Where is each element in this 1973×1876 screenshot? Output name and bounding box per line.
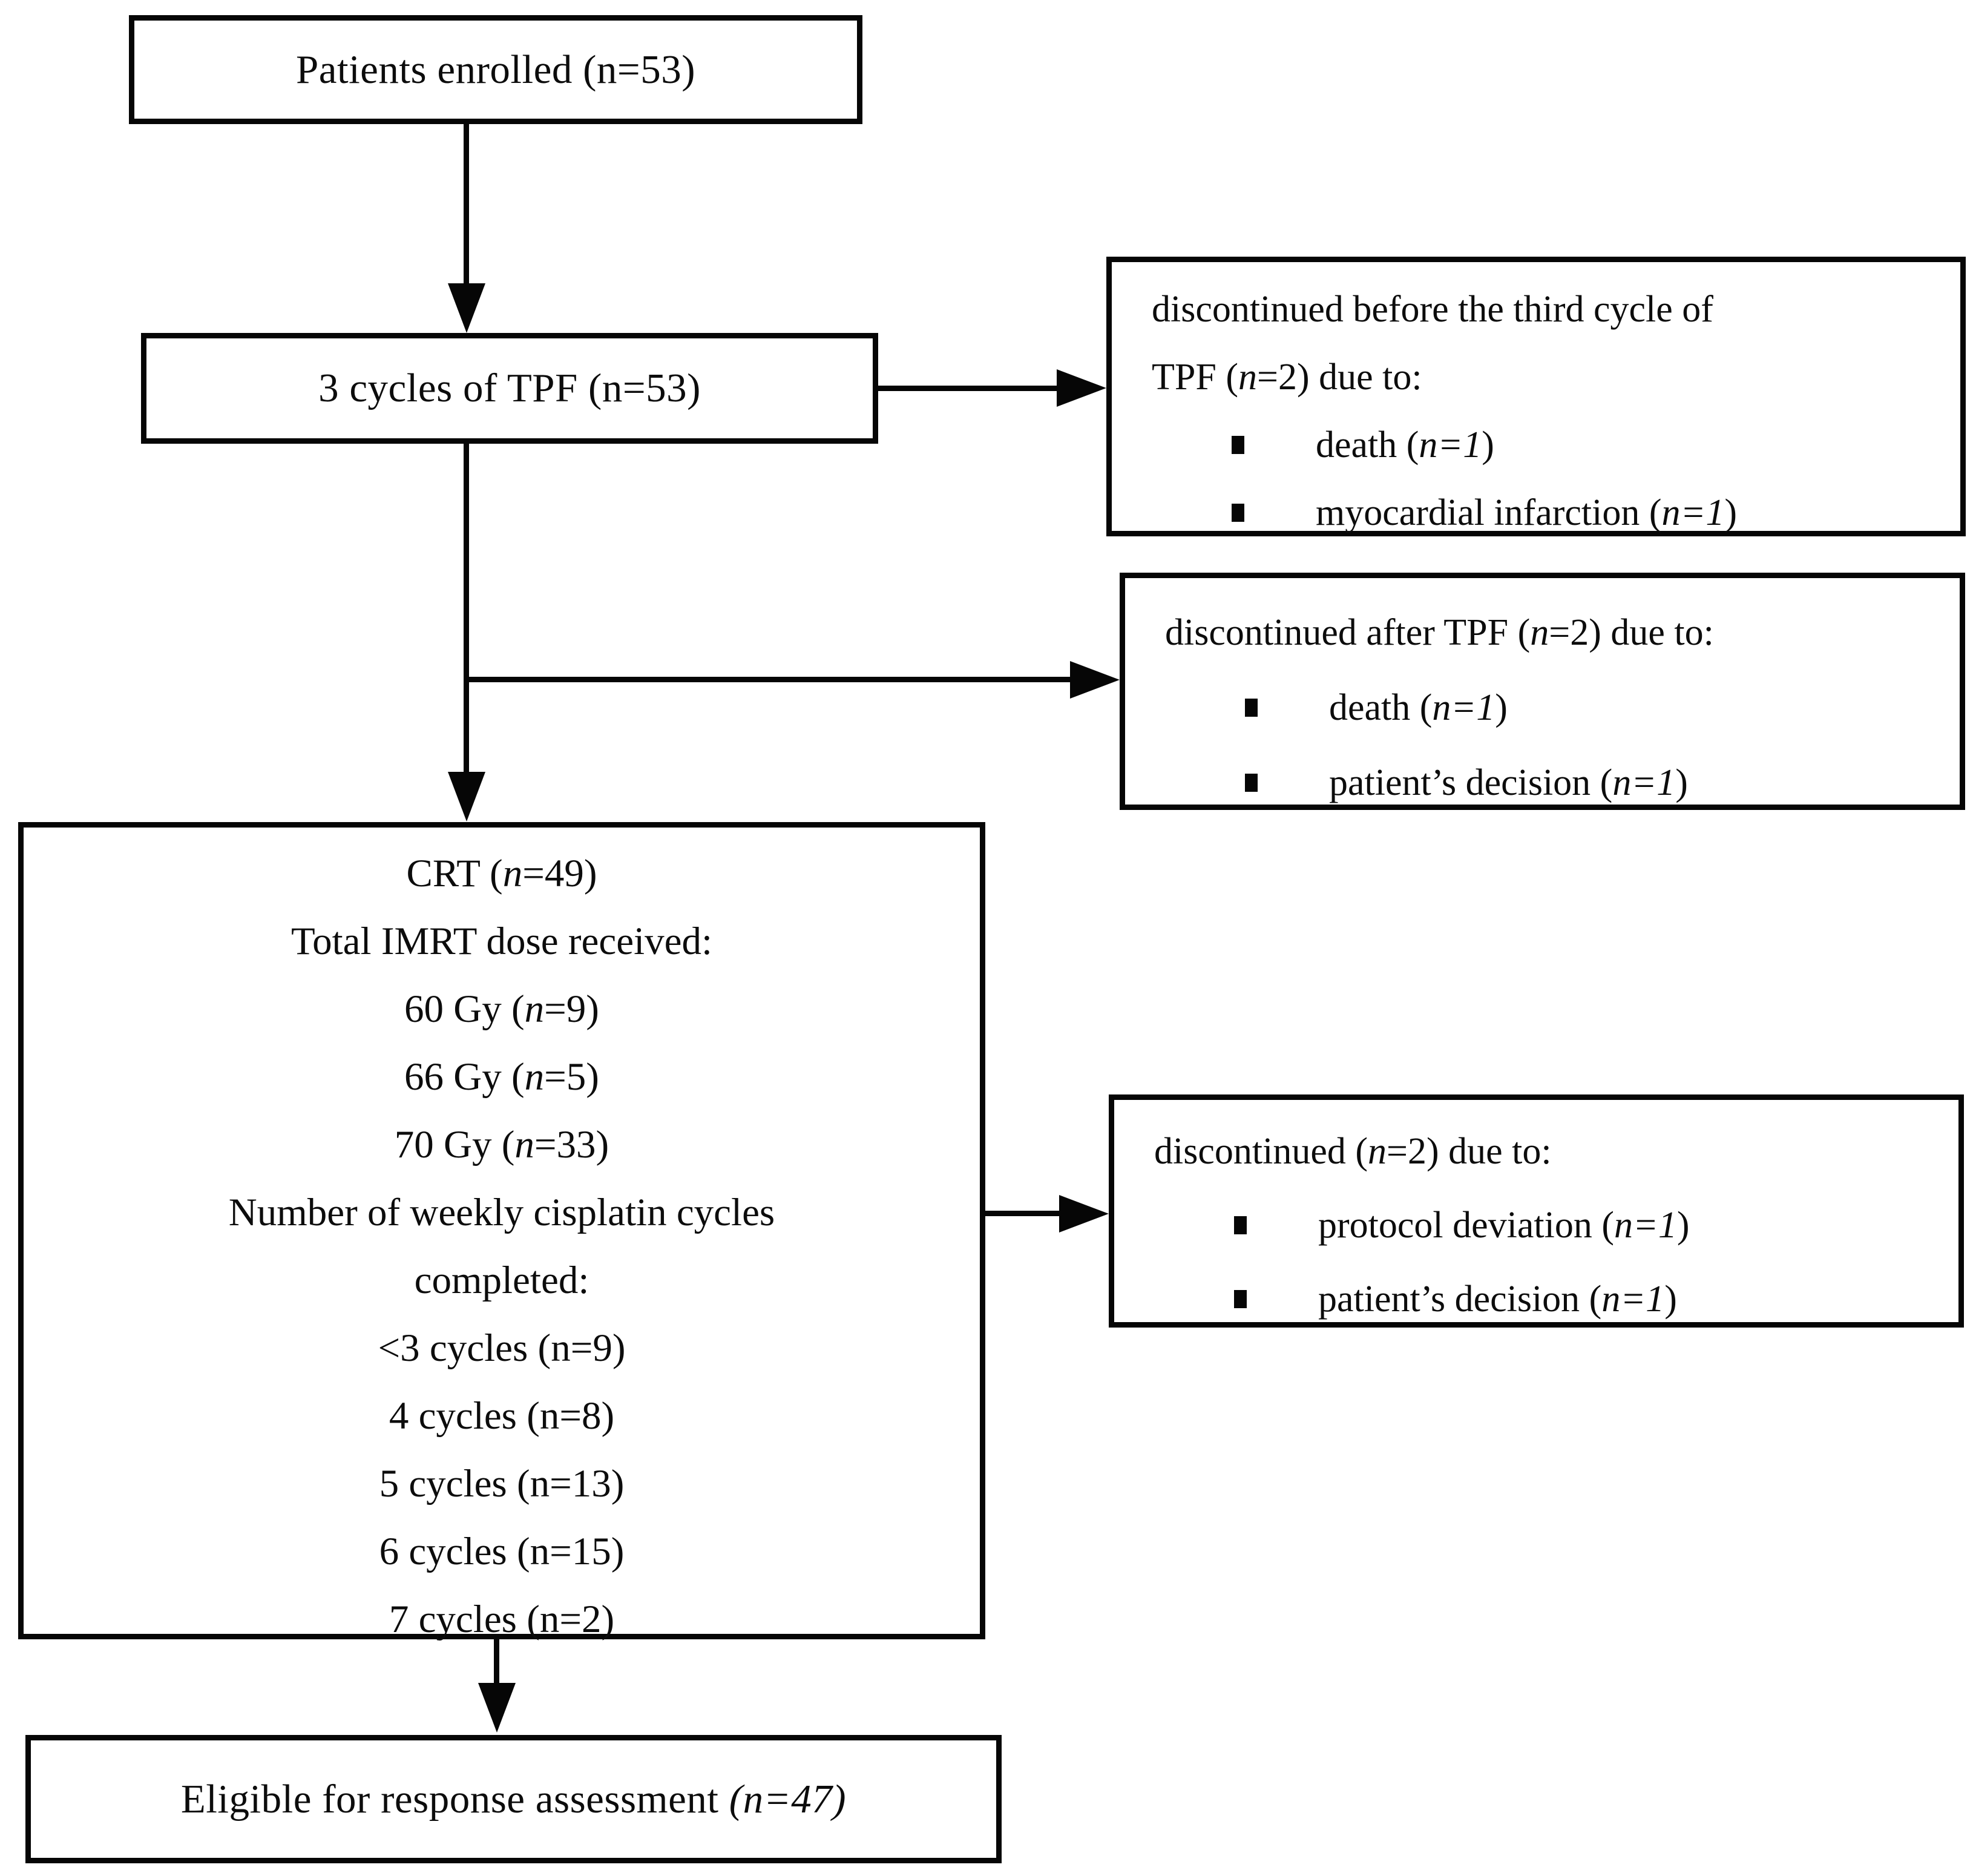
disc-crt-bullet-decision: patient’s decision (n=1)	[1154, 1262, 1940, 1336]
bullet-text: death (n=1)	[1316, 424, 1494, 466]
connector-crt-to-disc	[985, 1211, 1062, 1216]
connector-branch-to-disc-after	[464, 677, 1073, 682]
crt-line: completed:	[414, 1259, 589, 1302]
disc-crt-title: discontinued (n=2) due to:	[1154, 1131, 1552, 1172]
connector-crt-to-eligible	[494, 1639, 499, 1686]
arrowhead-right-icon	[1059, 1195, 1109, 1233]
disc-before-title-line1: discontinued before the third cycle of	[1152, 289, 1713, 330]
arrowhead-right-icon	[1057, 369, 1106, 407]
disc-after-bullet-decision: patient’s decision (n=1)	[1165, 745, 1942, 820]
box-eligible-response: Eligible for response assessment (n=47)	[25, 1735, 1002, 1863]
square-bullet-icon	[1232, 504, 1244, 522]
crt-line: 5 cycles (n=13)	[379, 1462, 625, 1506]
patients-enrolled-label: Patients enrolled (n=53)	[295, 47, 696, 92]
tpf-cycles-label: 3 cycles of TPF (n=53)	[318, 366, 701, 410]
arrowhead-down-icon	[448, 283, 485, 333]
crt-line: 70 Gy (n=33)	[394, 1123, 609, 1167]
disc-before-title-line2: TPF (n=2) due to:	[1152, 357, 1422, 398]
box-discontinued-crt: discontinued (n=2) due to: protocol devi…	[1109, 1094, 1964, 1328]
crt-line: <3 cycles (n=9)	[378, 1326, 626, 1370]
crt-line: Total IMRT dose received:	[291, 920, 713, 963]
box-discontinued-after-tpf: discontinued after TPF (n=2) due to: dea…	[1120, 573, 1965, 810]
crt-line: Number of weekly cisplatin cycles	[228, 1191, 775, 1234]
box-discontinued-before-third-cycle: discontinued before the third cycle of T…	[1106, 257, 1966, 536]
square-bullet-icon	[1234, 1216, 1247, 1234]
disc-before-bullet-death: death (n=1)	[1152, 411, 1942, 479]
crt-line: 7 cycles (n=2)	[389, 1598, 615, 1641]
square-bullet-icon	[1245, 699, 1258, 717]
bullet-text: death (n=1)	[1329, 687, 1508, 728]
connector-enrolled-to-tpf	[464, 124, 469, 286]
arrowhead-down-icon	[448, 772, 485, 821]
bullet-text: myocardial infarction (n=1)	[1316, 492, 1738, 533]
disc-before-bullet-mi: myocardial infarction (n=1)	[1152, 479, 1942, 547]
bullet-text: patient’s decision (n=1)	[1329, 762, 1688, 803]
square-bullet-icon	[1245, 774, 1258, 792]
crt-line: 4 cycles (n=8)	[389, 1394, 615, 1438]
box-patients-enrolled: Patients enrolled (n=53)	[129, 15, 862, 124]
arrowhead-down-icon	[478, 1683, 516, 1733]
disc-after-title: discontinued after TPF (n=2) due to:	[1165, 612, 1714, 653]
disc-after-bullet-death: death (n=1)	[1165, 670, 1942, 745]
box-crt: CRT (n=49) Total IMRT dose received: 60 …	[18, 822, 985, 1641]
arrowhead-right-icon	[1070, 661, 1120, 699]
connector-tpf-to-disc-before	[878, 386, 1060, 391]
square-bullet-icon	[1234, 1290, 1247, 1308]
crt-line: 60 Gy (n=9)	[404, 987, 599, 1031]
bullet-text: patient’s decision (n=1)	[1318, 1279, 1677, 1320]
crt-line: 6 cycles (n=15)	[379, 1530, 625, 1573]
square-bullet-icon	[1232, 436, 1244, 454]
disc-crt-bullet-protocol: protocol deviation (n=1)	[1154, 1188, 1940, 1262]
connector-tpf-to-crt	[464, 444, 469, 775]
crt-line: CRT (n=49)	[406, 852, 597, 895]
box-tpf-cycles: 3 cycles of TPF (n=53)	[141, 333, 878, 444]
bullet-text: protocol deviation (n=1)	[1318, 1205, 1690, 1246]
crt-line: 66 Gy (n=5)	[404, 1055, 599, 1099]
eligible-response-label: Eligible for response assessment (n=47)	[180, 1776, 847, 1822]
